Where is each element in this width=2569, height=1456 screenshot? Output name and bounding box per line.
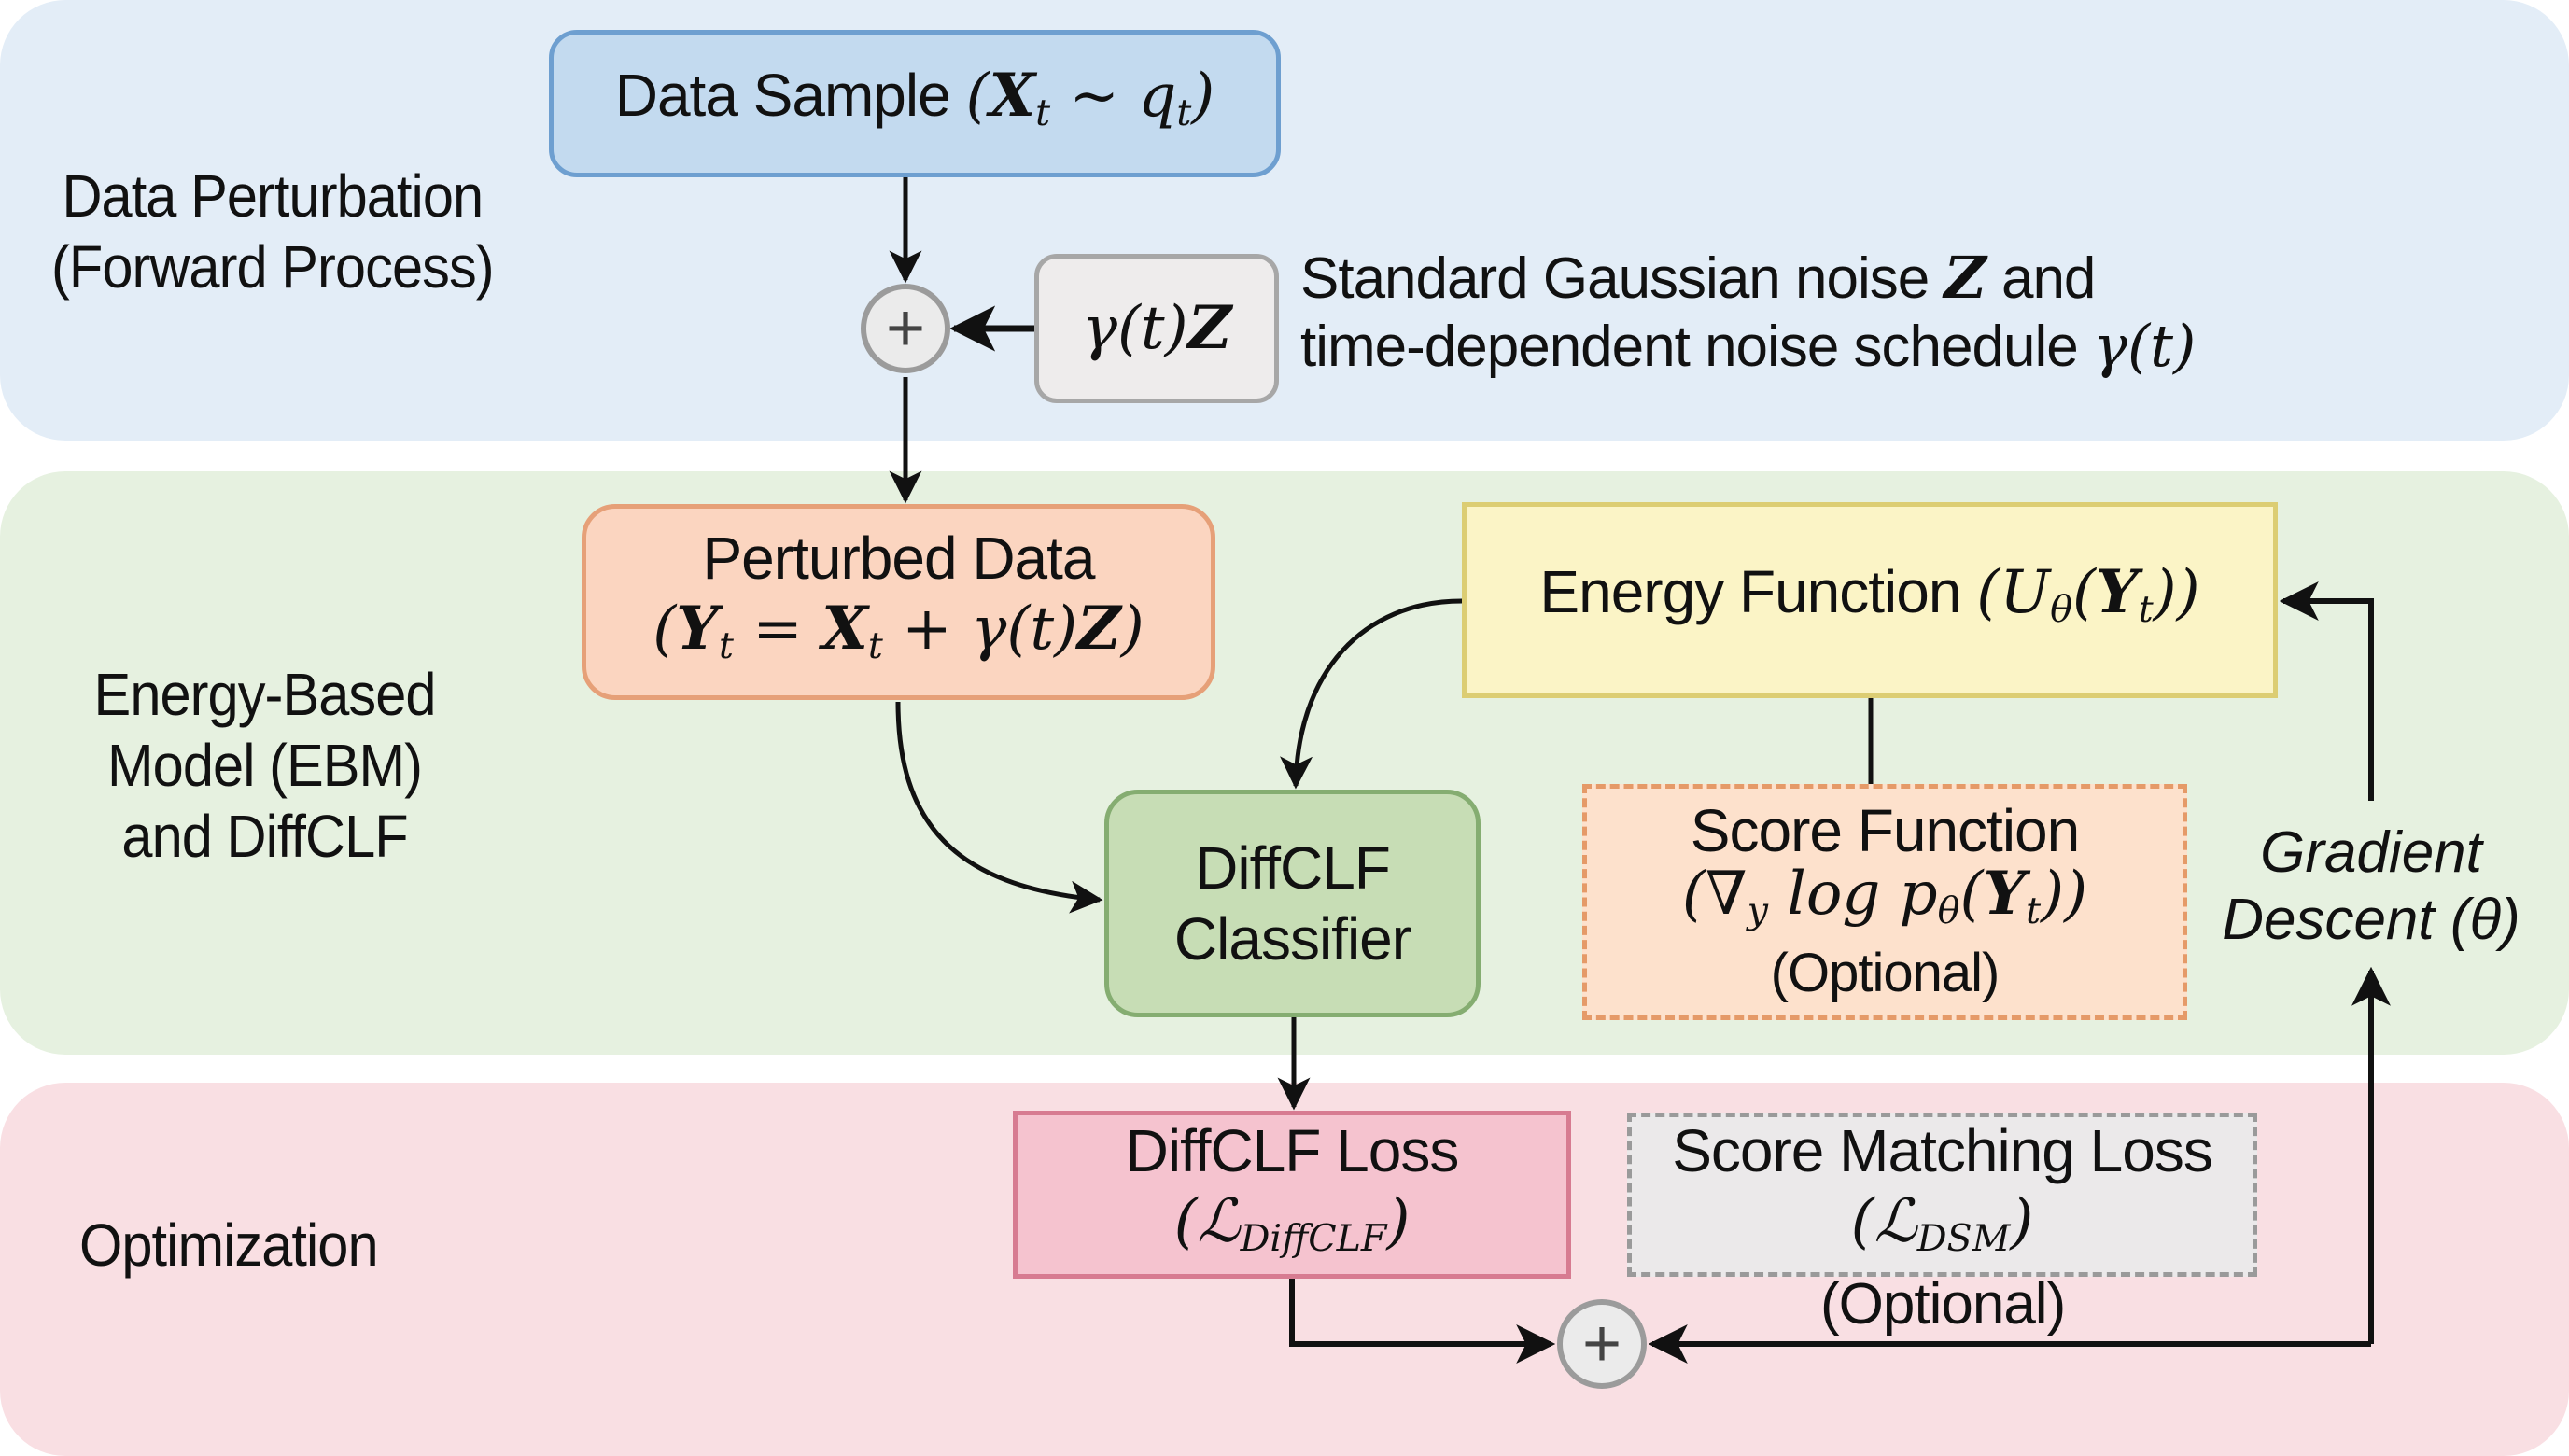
section-label-optimization: Optimization [79,1210,379,1281]
noise-description: Standard Gaussian noise Z and time-depen… [1300,245,2196,381]
math-paren: )) [2041,859,2088,929]
math-gamma-t: γ(t) [1081,294,1188,363]
math-paren: ) [1191,61,1215,131]
sum-node-top: + [861,284,950,373]
section-label-ebm-line3: and DiffCLF [121,803,408,870]
diffclf-loss-label: DiffCLF Loss [1125,1117,1460,1185]
section-label-forward-line1: Data Perturbation [62,162,484,230]
gradient-descent-line1: Gradient [2260,820,2482,885]
perturbed-data-node: Perturbed Data (Yt = Xt + γ(t)Z) [582,504,1215,700]
section-label-ebm-line2: Model (EBM) [107,732,423,799]
section-label-ebm-line1: Energy-Based [93,661,437,728]
sum-node-bottom: + [1557,1299,1647,1389]
desc-text: Standard Gaussian noise [1300,246,1944,311]
score-function-math: (∇y log pθ(Yt)) [1681,858,2088,943]
score-matching-loss-optional: (Optional) [1820,1272,2066,1337]
math-var-q: q [1138,61,1177,131]
gradient-descent-line2: Descent (θ) [2194,887,2548,954]
score-matching-loss-math: (ℒDSM) [1851,1186,2034,1274]
math-var-y: Y [2096,556,2139,627]
section-label-optimization-line1: Optimization [79,1211,379,1279]
noise-node: γ(t)Z [1034,254,1279,403]
math-var-x: X [821,594,868,665]
score-function-label: Score Function [1690,796,2080,864]
score-matching-loss-label: Score Matching Loss [1672,1117,2213,1185]
math-var-y: Y [1983,858,2027,929]
score-function-node: Score Function (∇y log pθ(Yt)) (Optional… [1582,784,2187,1020]
math-var-z: Z [1077,594,1121,665]
math-gamma-t: γ(t) [2092,312,2197,380]
perturbed-data-math: (Yt = Xt + γ(t)Z) [653,594,1144,681]
math-var-z: Z [1187,293,1232,363]
math-nabla: (∇ [1681,859,1748,929]
data-sample-label: Data Sample [614,61,951,129]
math-script-l: (ℒ [1173,1187,1241,1257]
math-sub-t: t [718,623,734,667]
math-paren: ) [1386,1187,1411,1257]
plus-icon: + [885,291,926,366]
energy-function-label: Energy Function [1539,557,1977,625]
math-theta: (θ) [2450,888,2520,952]
energy-function-text: Energy Function (Uθ(Yt)) [1539,556,2199,645]
math-paren: ) [1120,595,1144,665]
math-sub-t: t [2138,587,2154,631]
desc-text: time-dependent noise schedule [1300,315,2093,379]
gradient-text: Descent [2222,888,2450,952]
noise-description-line1: Standard Gaussian noise Z and [1300,245,2196,313]
math-script-l: (ℒ [1850,1187,1917,1257]
math-paren: ( [965,61,990,131]
data-sample-math: (Xt ~ qt) [965,60,1215,134]
math-paren: ( [653,595,677,665]
math-plus-gamma: + γ(t) [882,595,1078,665]
math-sub-y: y [1747,889,1768,932]
math-paren: )) [2153,557,2200,627]
math-paren: ( [1959,859,1984,929]
noise-description-line2: time-dependent noise schedule γ(t) [1300,313,2196,381]
perturbed-data-label: Perturbed Data [702,525,1095,593]
math-sub-t: t [1176,91,1192,134]
math-sub-t: t [1035,91,1051,134]
math-sub-dsm: DSM [1916,1216,2011,1260]
math-tilde: ~ [1050,61,1139,131]
data-sample-text: Data Sample (Xt ~ qt) [615,60,1215,148]
diffclf-classifier-node: DiffCLF Classifier [1104,790,1481,1017]
score-function-optional: (Optional) [1770,943,2000,1004]
math-log-p: log p [1768,859,1938,929]
energy-function-node: Energy Function (Uθ(Yt)) [1462,502,2278,698]
diffclf-loss-math: (ℒDiffCLF) [1174,1186,1411,1274]
math-paren: ( [2072,557,2096,627]
math-eq: = [733,595,822,665]
data-sample-node: Data Sample (Xt ~ qt) [549,30,1281,177]
forward-process-band [0,0,2569,441]
plus-icon: + [1581,1307,1622,1381]
energy-function-math: (Uθ(Yt)) [1976,556,2200,631]
section-label-forward-line2: (Forward Process) [51,233,495,301]
classifier-line2: Classifier [1173,905,1411,973]
diffclf-loss-node: DiffCLF Loss (ℒDiffCLF) [1013,1111,1571,1279]
math-u: (U [1976,557,2051,627]
section-label-forward: Data Perturbation (Forward Process) [51,161,495,302]
math-var-y: Y [676,594,719,665]
math-sub-t: t [867,623,883,667]
math-sub-theta: θ [1937,889,1960,932]
classifier-line1: DiffCLF [1195,834,1391,902]
math-paren: ) [2010,1187,2034,1257]
math-var-x: X [989,60,1036,131]
math-sub-t: t [2026,889,2042,932]
gradient-descent-label: Gradient Descent (θ) [2194,819,2548,954]
math-sub-theta: θ [2050,587,2073,631]
score-matching-loss-node: Score Matching Loss (ℒDSM) [1627,1113,2257,1277]
math-var-z: Z [1944,244,1986,312]
section-label-ebm: Energy-Based Model (EBM) and DiffCLF [61,659,469,872]
desc-text: and [1986,246,2096,311]
noise-math: γ(t)Z [1082,293,1232,364]
math-sub-diffclf: DiffCLF [1240,1216,1387,1260]
